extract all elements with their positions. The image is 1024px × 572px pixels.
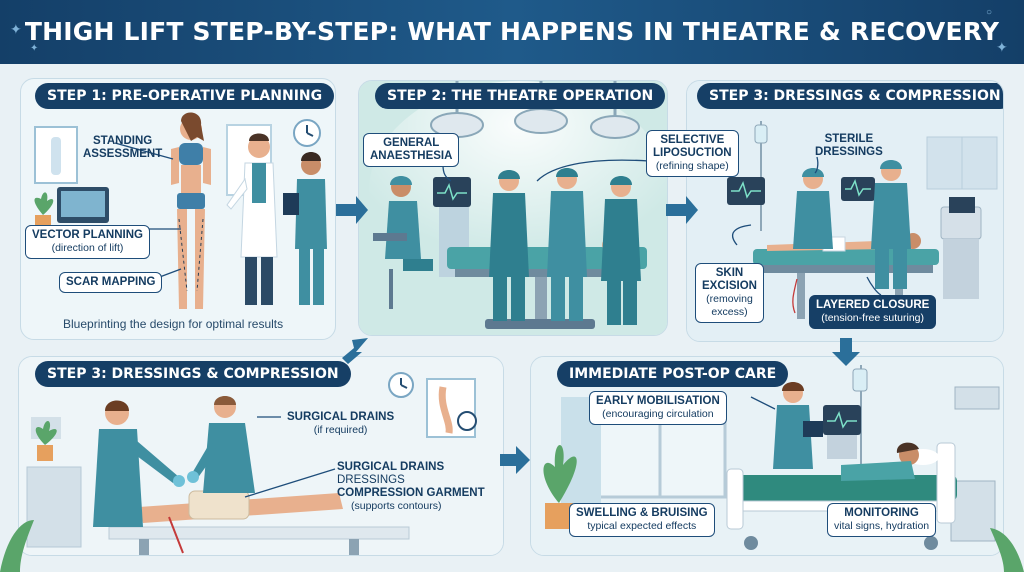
vector-planning-label: VECTOR PLANNING(direction of lift) [25, 225, 150, 259]
operation-illustration [359, 81, 667, 335]
gauge-icon [457, 411, 477, 431]
clock-icon [293, 119, 321, 147]
layered-closure-label: LAYERED CLOSURE(tension-free suturing) [809, 295, 937, 329]
surgical-lamp-icon [590, 81, 640, 139]
planning-caption: Blueprinting the design for optimal resu… [63, 317, 284, 331]
sparkle-icon: ✦ [30, 43, 39, 54]
header-banner: ✦ ✦ ○ ✦ THIGH LIFT STEP-BY-STEP: WHAT HA… [0, 0, 1024, 64]
dressings-list-label: SURGICAL DRAINS DRESSINGS COMPRESSION GA… [337, 461, 485, 512]
dressings-bottom-illustration [19, 357, 503, 555]
monitor-icon [823, 405, 861, 435]
panel-immediate-post-op-care: IMMEDIATE POST-OP CARE EARLY MOBILISATIO… [530, 356, 1004, 556]
step-3-heading-top: STEP 3: DRESSINGS & COMPRESSION [697, 83, 1003, 109]
clock-icon [388, 372, 414, 398]
step-2-heading: STEP 2: THE THEATRE OPERATION [375, 83, 666, 109]
flow-arrow-icon [500, 446, 530, 474]
clipboard-icon [283, 193, 299, 215]
page-title: THIGH LIFT STEP-BY-STEP: WHAT HAPPENS IN… [24, 17, 1000, 46]
monitor-icon [433, 177, 471, 207]
sparkle-icon: ✦ [10, 21, 22, 37]
planning-illustration [29, 112, 327, 309]
plant-icon [543, 445, 577, 529]
plant-icon [35, 420, 57, 461]
post-op-heading: IMMEDIATE POST-OP CARE [557, 361, 789, 387]
scar-mapping-label: SCAR MAPPING [59, 272, 163, 293]
early-mobilisation-label: EARLY MOBILISATION(encouraging circulati… [589, 391, 727, 425]
sparkle-icon: ✦ [996, 39, 1008, 55]
sparkle-icon: ○ [986, 7, 993, 18]
step-1-heading: STEP 1: PRE-OPERATIVE PLANNING [35, 83, 335, 109]
step-3-heading-bottom: STEP 3: DRESSINGS & COMPRESSION [35, 361, 351, 387]
tablet-icon [803, 421, 823, 437]
panel-dressings-compression-bottom: STEP 3: DRESSINGS & COMPRESSION SURGICAL… [18, 356, 504, 556]
iv-stand-icon [754, 121, 768, 231]
plant-icon [34, 192, 54, 229]
surgical-drains-label: SURGICAL DRAINS(if required) [287, 411, 395, 436]
